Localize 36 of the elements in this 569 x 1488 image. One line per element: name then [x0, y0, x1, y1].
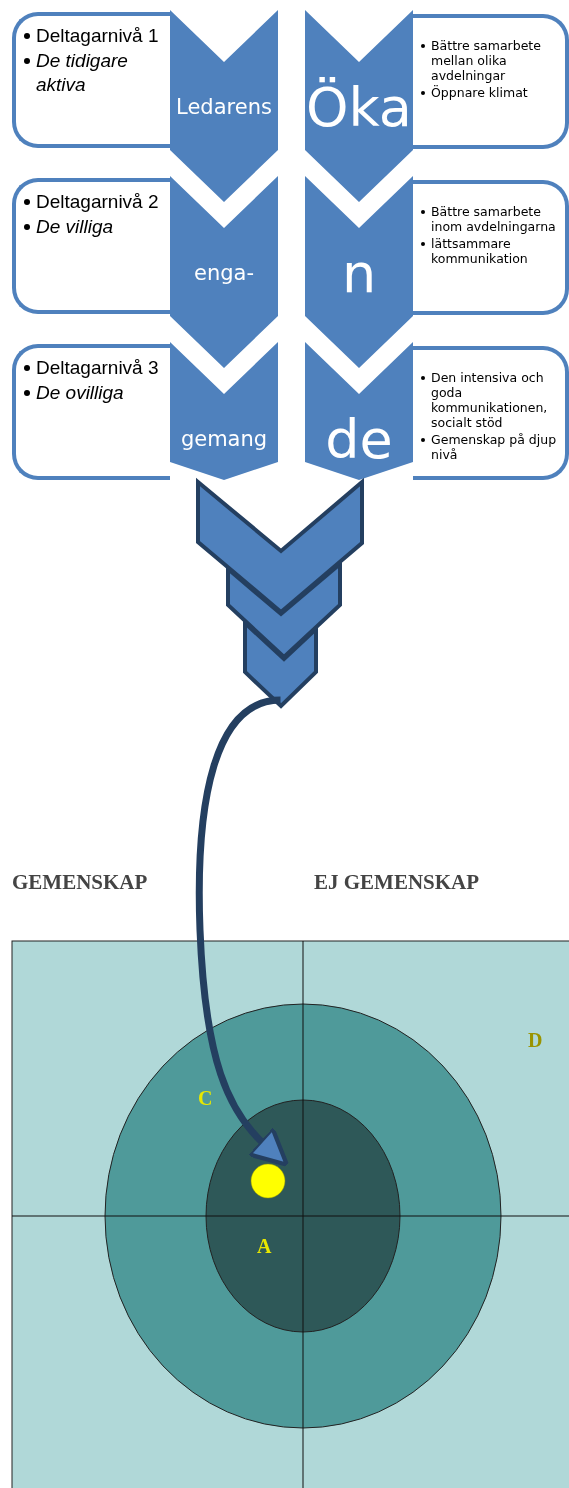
chevron-label: enga- — [194, 262, 254, 284]
chevron-block — [196, 477, 364, 615]
text-panel — [413, 346, 569, 480]
chevron-block — [305, 342, 413, 480]
zone-letter: A — [257, 1236, 272, 1256]
bullet-text: Deltagarnivå 1 — [36, 24, 160, 48]
chevron-label: n — [341, 247, 377, 301]
heading: GEMENSKAP — [12, 872, 148, 893]
bullet-text: Den intensiva och goda kommunikationen, socialt stöd — [431, 370, 549, 430]
text-panel — [413, 180, 569, 315]
chevron-block — [305, 10, 413, 202]
bullet-text: lättsammare kommunikation — [431, 236, 529, 266]
chevron-block — [170, 342, 278, 480]
text-panel — [12, 12, 170, 148]
text-panel — [12, 178, 170, 314]
bullet-text: De ovilliga — [36, 380, 125, 405]
heading: EJ GEMENSKAP — [314, 872, 480, 893]
chevron-label: Ledarens — [176, 96, 272, 118]
chevron-label: gemang — [180, 428, 268, 450]
chevron-block — [170, 176, 278, 368]
bullet-text: Öppnare klimat — [431, 85, 529, 100]
text-panel — [413, 14, 569, 149]
zone-letter: C — [198, 1088, 213, 1108]
curved-arrow — [195, 696, 289, 1168]
bullet-text: Bättre samarbete mellan olika avdelningar — [431, 38, 542, 83]
bullet-text: Deltagarnivå 2 — [36, 190, 160, 214]
chevron-block — [170, 10, 278, 202]
zone-letter: D — [528, 1030, 543, 1050]
bullet-text: De villiga — [36, 214, 115, 239]
bullet-text: Deltagarnivå 3 — [36, 356, 160, 380]
chevron-block — [305, 176, 413, 368]
bullet-text: De tidigare aktiva — [36, 48, 129, 98]
bullet-text: Gemenskap på djup nivå — [431, 432, 558, 462]
dot-marker — [250, 1163, 286, 1199]
text-panel — [12, 344, 170, 480]
chevron-label: de — [325, 413, 393, 467]
